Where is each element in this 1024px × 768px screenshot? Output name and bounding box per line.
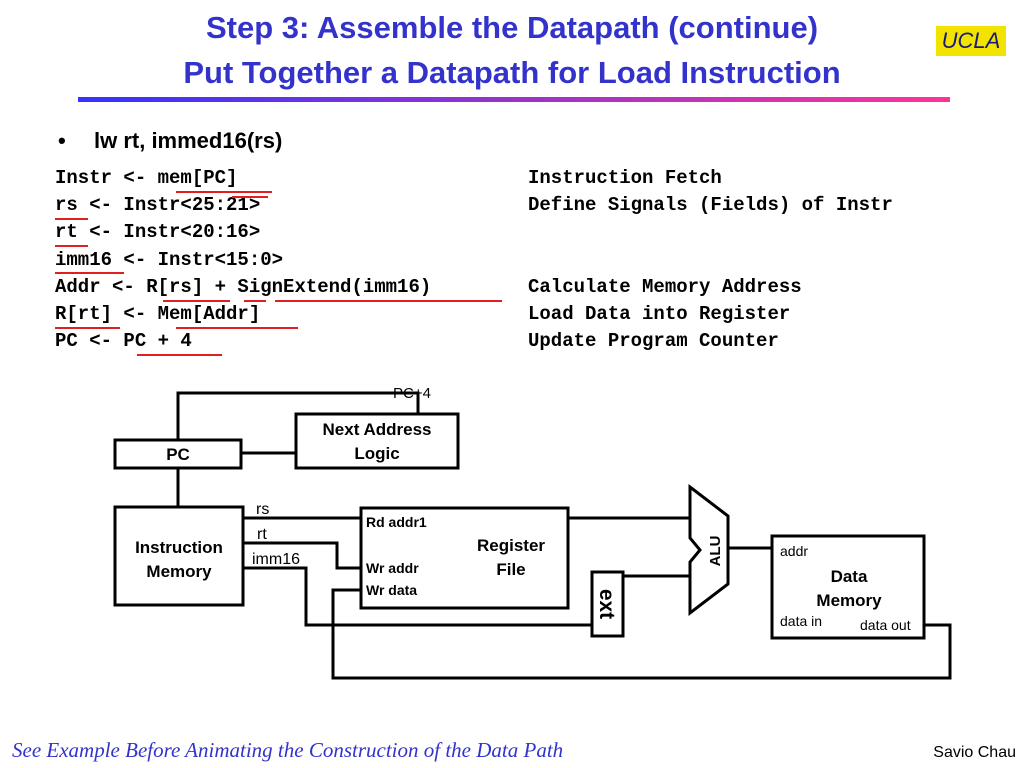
- rtl-desc-1: Define Signals (Fields) of Instr: [528, 194, 893, 216]
- instruction-memory-box: [113, 505, 245, 607]
- addr-label: addr: [780, 543, 808, 559]
- dmem-label-2: Memory: [816, 591, 882, 610]
- imm16-wire: [243, 566, 592, 627]
- next-address-label-2: Logic: [354, 444, 399, 463]
- rtl-stmt-4: Addr <- R[rs] + SignExtend(imm16): [55, 276, 432, 298]
- next-address-logic-box: [294, 412, 460, 470]
- slide-title-line1: Step 3: Assemble the Datapath (continue): [205, 10, 819, 45]
- dataout-loop-wire: [331, 588, 952, 680]
- rtl-desc-6: Update Program Counter: [528, 330, 779, 352]
- wr-addr-label: Wr addr: [366, 560, 419, 576]
- alu-label: ALU: [707, 536, 724, 567]
- bullet-icon: •: [58, 128, 66, 153]
- instruction-heading: lw rt, immed16(rs): [94, 128, 283, 153]
- rtl-desc-4: Calculate Memory Address: [528, 276, 802, 298]
- rtl-stmt-5: R[rt] <- Mem[Addr]: [55, 303, 261, 325]
- title-underline: [78, 97, 950, 102]
- ext-label: ext: [595, 589, 618, 619]
- register-file-box: [359, 506, 570, 610]
- pc-label: PC: [166, 445, 190, 464]
- rtl-stmt-2: rt <- Instr<20:16>: [55, 221, 261, 243]
- rt-wire: [243, 541, 361, 570]
- author-credit: Savio Chau: [933, 744, 1016, 761]
- data-in-label: data in: [780, 613, 822, 629]
- imm16-label: imm16: [252, 551, 300, 568]
- pc-register-box: [113, 438, 243, 470]
- red-underlines: [55, 191, 502, 356]
- rtl-stmt-0: Instr <- mem[PC]: [55, 167, 238, 189]
- regfile-label-2: File: [496, 560, 525, 579]
- rd-addr1-label: Rd addr1: [366, 514, 427, 530]
- alu-shape: [688, 483, 730, 617]
- pc-plus4-label: PC+4: [393, 385, 431, 402]
- sign-extend-box: [590, 570, 625, 638]
- rtl-stmt-3: imm16 <- Instr<15:0>: [55, 249, 284, 271]
- rt-label: rt: [257, 526, 267, 543]
- slide-title-line2: Put Together a Datapath for Load Instruc…: [183, 55, 841, 90]
- rtl-desc-5: Load Data into Register: [528, 303, 791, 325]
- imem-label-2: Memory: [146, 562, 212, 581]
- rtl-stmt-6: PC <- PC + 4: [55, 330, 192, 352]
- data-out-label: data out: [860, 617, 911, 633]
- imem-label-1: Instruction: [135, 538, 223, 557]
- pc-feedback-wire: [176, 391, 420, 440]
- rtl-desc-0: Instruction Fetch: [528, 167, 722, 189]
- footer-note: See Example Before Animating the Constru…: [12, 738, 564, 762]
- ucla-logo: UCLA: [936, 26, 1006, 56]
- wr-data-label: Wr data: [366, 582, 417, 598]
- regfile-label-1: Register: [477, 536, 545, 555]
- rtl-stmt-1: rs <- Instr<25:21>: [55, 194, 261, 216]
- next-address-label-1: Next Address: [323, 420, 432, 439]
- data-memory-box: [770, 534, 926, 640]
- dmem-label-1: Data: [831, 567, 868, 586]
- rs-label: rs: [256, 501, 269, 518]
